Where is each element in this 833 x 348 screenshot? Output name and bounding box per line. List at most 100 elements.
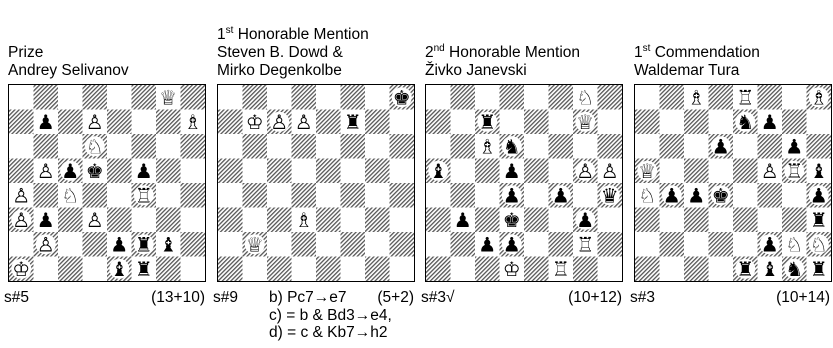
dark-square: [684, 110, 709, 135]
black-pawn-icon: ♟: [503, 183, 521, 207]
light-square: [635, 134, 660, 159]
light-square: [549, 208, 574, 233]
problem-header: 1st Commendation Waldemar Tura: [634, 44, 760, 80]
light-square: [782, 183, 807, 208]
dark-square: [598, 134, 623, 159]
light-square: [598, 110, 623, 135]
light-square: [709, 257, 734, 282]
award-number: 2: [425, 44, 434, 61]
dark-square: [58, 208, 83, 233]
dark-square: [243, 183, 268, 208]
dark-square: [292, 232, 317, 257]
dark-square: [451, 85, 476, 110]
light-square: [58, 134, 83, 159]
dark-square: [426, 110, 451, 135]
dark-square: [181, 232, 206, 257]
dark-square: [733, 159, 758, 184]
light-square: [758, 208, 783, 233]
problem-header: Prize Andrey Selivanov: [8, 44, 129, 80]
dark-square: [341, 134, 366, 159]
black-rook-icon: ♜: [135, 257, 153, 281]
light-square: [243, 159, 268, 184]
award-label: 1st Honorable Mention: [217, 26, 369, 44]
problem-3: 2nd Honorable Mention Živko Janevski ♘♕♗…: [417, 0, 622, 348]
black-king-icon: ♚: [712, 183, 730, 207]
white-rook-icon: ♖: [785, 159, 803, 183]
dark-square: [107, 208, 132, 233]
twin-list: b) Pc7→e7 c) = b & Bd3→e4, d) = c & Kb7→…: [269, 289, 392, 342]
light-square: [684, 232, 709, 257]
black-king-icon: ♚: [86, 159, 104, 183]
light-square: [316, 183, 341, 208]
black-bishop-icon: ♝: [429, 159, 447, 183]
light-square: [365, 85, 390, 110]
dark-square: [243, 134, 268, 159]
light-square: [218, 232, 243, 257]
white-bishop-icon: ♗: [810, 85, 828, 109]
light-square: [267, 85, 292, 110]
board-svg: ♘♕♗♘♙♙♙♖♔♖♜♞♝♟♟♟♛♟♟♚♟♟: [426, 85, 622, 281]
light-square: [267, 183, 292, 208]
light-square: [243, 208, 268, 233]
dark-square: [58, 110, 83, 135]
white-pawn-icon: ♙: [270, 110, 288, 134]
black-rook-icon: ♜: [810, 208, 828, 232]
light-square: [218, 183, 243, 208]
light-square: [500, 110, 525, 135]
dark-square: [365, 159, 390, 184]
stipulation: s#5: [4, 289, 29, 306]
light-square: [390, 208, 415, 233]
white-pawn-icon: ♙: [86, 110, 104, 134]
white-knight-icon: ♘: [576, 85, 594, 109]
dark-square: [807, 134, 832, 159]
dark-square: [684, 208, 709, 233]
black-rook-icon: ♜: [344, 110, 362, 134]
dark-square: [132, 85, 157, 110]
white-pawn-icon: ♙: [86, 208, 104, 232]
light-square: [598, 208, 623, 233]
dark-square: [316, 257, 341, 282]
light-square: [475, 85, 500, 110]
light-square: [218, 134, 243, 159]
black-bishop-icon: ♝: [159, 232, 177, 256]
black-pawn-icon: ♟: [761, 232, 779, 256]
dark-square: [181, 85, 206, 110]
light-square: [292, 257, 317, 282]
dark-square: [156, 257, 181, 282]
problem-1: Prize Andrey Selivanov ♕♗♙♘♙♔♙♘♖♙♙♙♔♟♟♚♟…: [0, 0, 205, 348]
white-queen-icon: ♕: [159, 85, 177, 109]
light-square: [782, 85, 807, 110]
award-label: 1st Commendation: [634, 44, 760, 62]
black-pawn-icon: ♟: [110, 232, 128, 256]
dark-square: [218, 208, 243, 233]
white-knight-icon: ♘: [810, 232, 828, 256]
black-pawn-icon: ♟: [503, 159, 521, 183]
stipulation: s#3: [630, 289, 655, 306]
dark-square: [218, 110, 243, 135]
author-name: Andrey Selivanov: [8, 62, 129, 80]
light-square: [181, 257, 206, 282]
white-bishop-icon: ♗: [295, 208, 313, 232]
dark-square: [451, 232, 476, 257]
dark-square: [573, 257, 598, 282]
white-queen-icon: ♕: [638, 159, 656, 183]
light-square: [292, 159, 317, 184]
dark-square: [598, 232, 623, 257]
dark-square: [758, 85, 783, 110]
dark-square: [316, 110, 341, 135]
black-pawn-icon: ♟: [37, 110, 55, 134]
dark-square: [709, 232, 734, 257]
award-label: 2nd Honorable Mention: [425, 44, 580, 62]
black-pawn-icon: ♟: [576, 208, 594, 232]
dark-square: [181, 134, 206, 159]
award-ordinal: nd: [434, 43, 445, 54]
dark-square: [709, 85, 734, 110]
white-rook-icon: ♖: [552, 257, 570, 281]
light-square: [34, 257, 59, 282]
dark-square: [524, 159, 549, 184]
light-square: [365, 232, 390, 257]
light-square: [58, 85, 83, 110]
black-knight-icon: ♞: [785, 257, 803, 281]
white-pawn-icon: ♙: [37, 232, 55, 256]
light-square: [132, 208, 157, 233]
